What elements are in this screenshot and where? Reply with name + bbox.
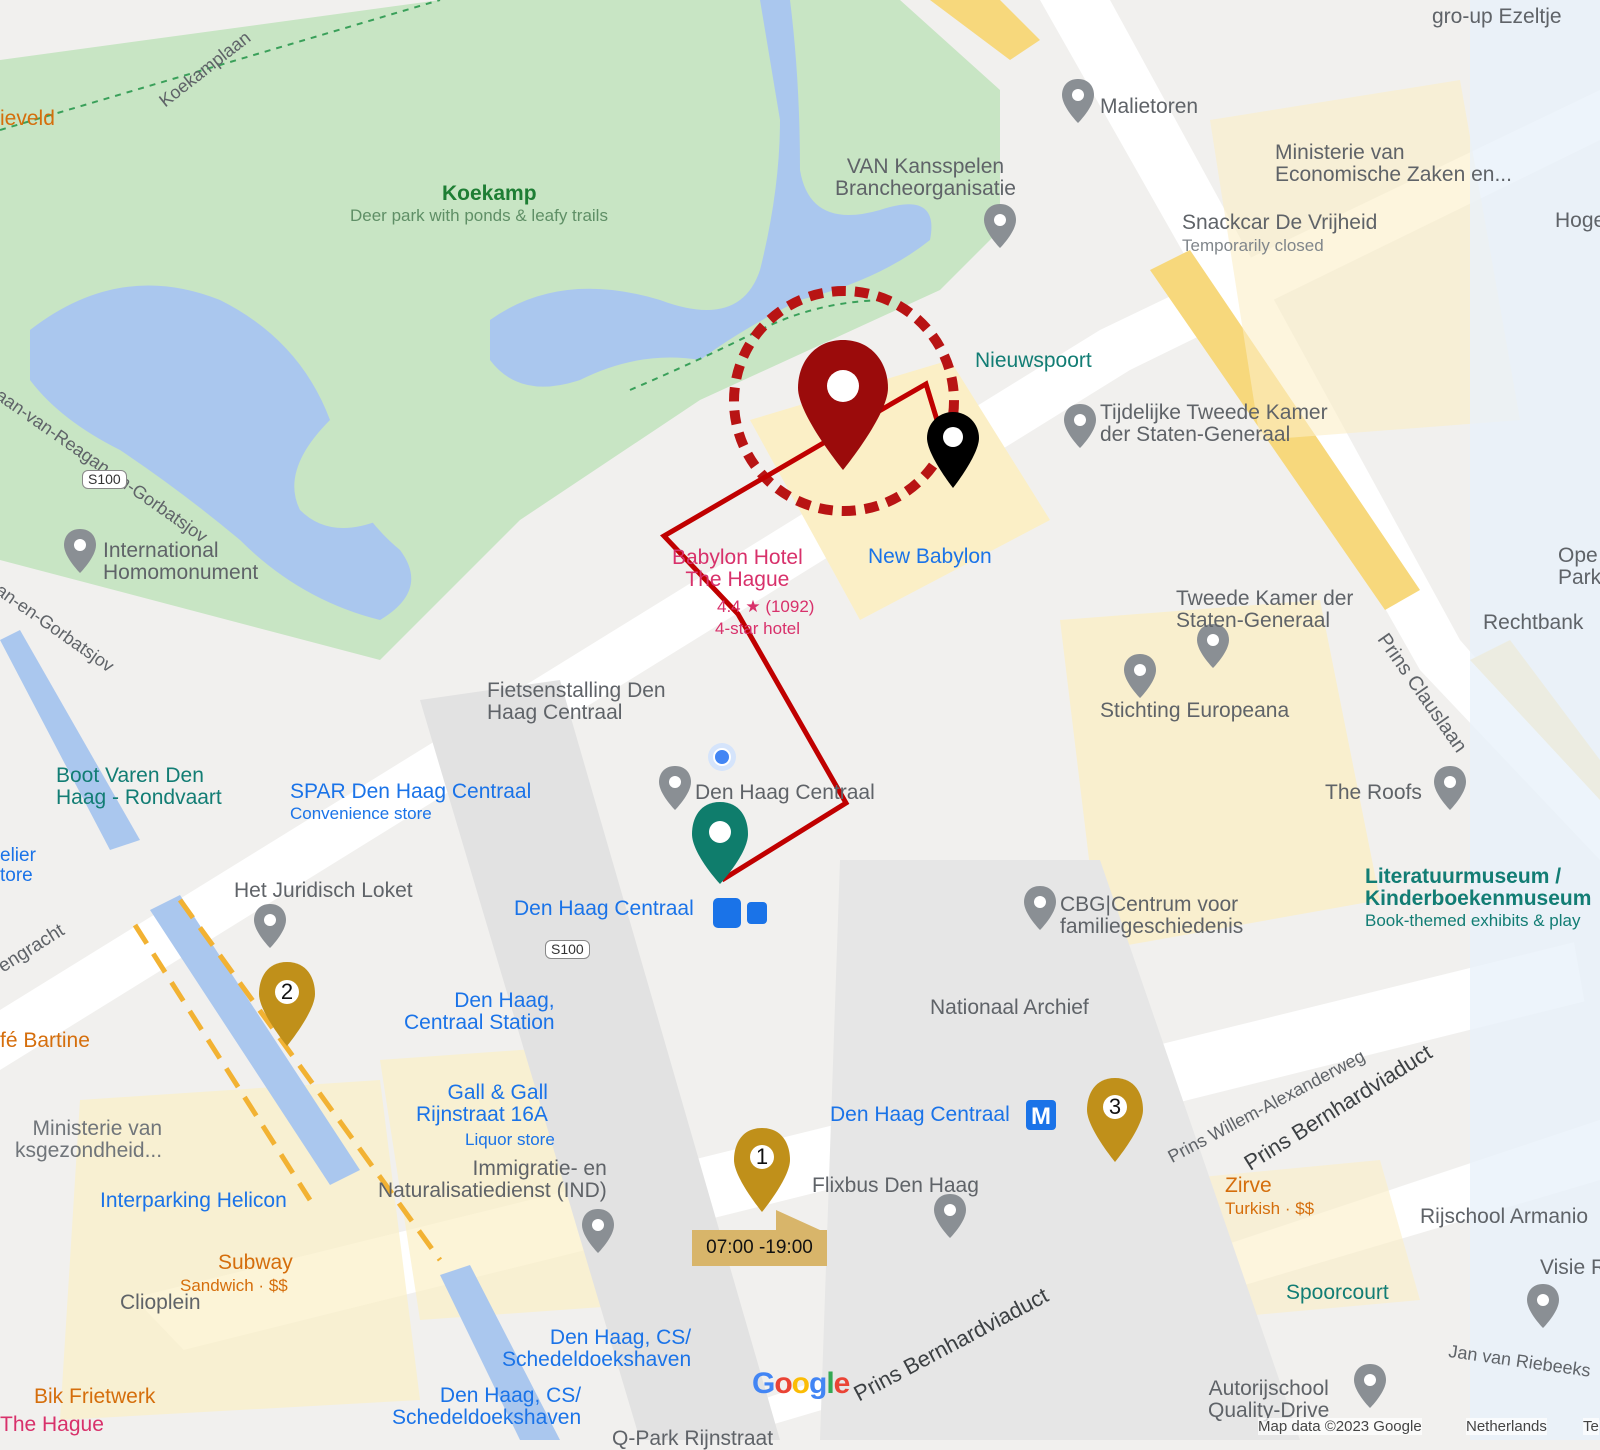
place-label[interactable]: Interparking Helicon (100, 1189, 287, 1212)
place-label[interactable]: New Babylon (868, 545, 992, 568)
marker-number: 3 (1108, 1094, 1122, 1119)
station-label[interactable]: Den Haag, Centraal Station (404, 989, 555, 1035)
target-area-circle (729, 286, 959, 516)
metro-icon (1026, 1100, 1056, 1130)
hotel-label[interactable]: Babylon Hotel The Hague (672, 546, 803, 592)
place-label[interactable]: Immigratie- en Naturalisatiedienst (IND) (378, 1157, 607, 1203)
place-label[interactable]: Spoorcourt (1286, 1281, 1389, 1304)
place-label[interactable]: Het Juridisch Loket (234, 879, 413, 902)
place-label[interactable]: Tijdelijke Tweede Kamer der Staten-Gener… (1100, 401, 1328, 447)
station-label[interactable]: Den Haag Centraal (514, 897, 694, 920)
place-label[interactable]: Gall & Gall Rijnstraat 16A (416, 1081, 548, 1127)
poi-pins-layer (64, 79, 1559, 1408)
place-label[interactable]: VAN Kansspelen Brancheorganisatie (835, 155, 1016, 201)
place-status: Temporarily closed (1182, 236, 1324, 255)
numbered-marker-1[interactable] (734, 1128, 790, 1212)
place-label[interactable]: Snackcar De Vrijheid (1182, 211, 1378, 234)
marker-number: 2 (280, 979, 294, 1004)
start-marker[interactable] (692, 802, 748, 884)
place-label[interactable]: The Roofs (1325, 781, 1422, 804)
route-shield: S100 (82, 470, 127, 489)
place-label[interactable]: Autorijschool Quality-Drive (1208, 1377, 1330, 1423)
place-label[interactable]: Zirve (1225, 1174, 1272, 1197)
marker-number: 1 (755, 1144, 769, 1169)
place-label[interactable]: Ope Park (1558, 544, 1600, 590)
place-label[interactable]: Subway (218, 1251, 293, 1274)
place-label[interactable]: Stichting Europeana (1100, 699, 1290, 722)
country-link[interactable]: Netherlands (1466, 1418, 1547, 1435)
station-label[interactable]: Den Haag Centraal (830, 1103, 1010, 1126)
terms-link[interactable]: Te (1583, 1418, 1599, 1435)
place-label[interactable]: ieveld (0, 107, 55, 130)
place-desc: Deer park with ponds & leafy trails (350, 206, 608, 225)
place-label[interactable]: gro-up Ezeltje (1432, 5, 1562, 28)
place-label[interactable]: elier tore (0, 845, 36, 886)
place-label[interactable]: Nationaal Archief (930, 996, 1089, 1019)
train-station-icon (713, 898, 741, 928)
walking-route (660, 380, 943, 883)
place-label[interactable]: Bik Frietwerk (34, 1385, 156, 1408)
destination-marker[interactable] (798, 340, 888, 470)
hotel-rating: 4.4 ★ (1092) (717, 597, 815, 616)
place-label[interactable]: Clioplein (120, 1291, 201, 1314)
place-label[interactable]: Literatuurmuseum / Kinderboekenmuseum (1365, 865, 1592, 911)
place-label[interactable]: SPAR Den Haag Centraal (290, 780, 532, 803)
place-category: Sandwich · $$ (180, 1276, 288, 1295)
place-label[interactable]: Ministerie van ksgezondheid... (15, 1117, 163, 1163)
place-label[interactable]: Tweede Kamer der Staten-Generaal (1176, 587, 1354, 633)
svg-text:M: M (1031, 1103, 1051, 1130)
place-label[interactable]: Nieuwspoort (975, 349, 1092, 372)
route-shield: S100 (545, 940, 590, 959)
place-label[interactable]: fé Bartine (0, 1029, 90, 1052)
place-label[interactable]: CBG|Centrum voor familiegeschiedenis (1060, 893, 1244, 939)
opening-hours-tag: 07:00 -19:00 (692, 1230, 827, 1266)
place-label[interactable]: Hoge (1555, 209, 1600, 232)
place-category: Convenience store (290, 804, 432, 823)
numbered-marker-3[interactable] (1087, 1078, 1143, 1162)
place-label[interactable]: Fietsenstalling Den Haag Centraal (487, 679, 666, 725)
place-label[interactable]: Malietoren (1100, 95, 1199, 118)
current-location-dot (713, 748, 731, 766)
numbered-marker-2[interactable] (259, 962, 315, 1046)
place-desc: Book-themed exhibits & play (1365, 911, 1581, 930)
place-label[interactable]: Boot Varen Den Haag - Rondvaart (56, 764, 222, 810)
place-label[interactable]: Ministerie van Economische Zaken en... (1275, 141, 1512, 187)
hotel-category: 4-star hotel (715, 619, 801, 638)
place-label[interactable]: Rijschool Armanio (1420, 1205, 1589, 1228)
place-label[interactable]: Q-Park Rijnstraat (612, 1427, 774, 1450)
place-label[interactable]: International Homomonument (103, 539, 259, 585)
place-label[interactable]: Visie Rij (1540, 1256, 1600, 1279)
place-label[interactable]: Flixbus Den Haag (812, 1174, 979, 1197)
entrance-marker[interactable] (927, 412, 979, 488)
station-label[interactable]: Den Haag, CS/ Schedeldoekshaven (392, 1384, 582, 1430)
place-label[interactable]: Den Haag Centraal (695, 781, 875, 804)
place-category: Liquor store (465, 1130, 555, 1149)
station-label[interactable]: Den Haag, CS/ Schedeldoekshaven (502, 1326, 692, 1372)
place-category: Turkish · $$ (1225, 1199, 1315, 1218)
place-label[interactable]: The Hague (0, 1413, 104, 1436)
place-label[interactable]: Koekamp (442, 182, 537, 205)
google-logo: Google (752, 1367, 850, 1400)
bus-station-icon (747, 902, 767, 924)
map-data-attribution: Map data ©2023 Google (1258, 1418, 1422, 1435)
place-label[interactable]: Rechtbank (1483, 611, 1584, 634)
